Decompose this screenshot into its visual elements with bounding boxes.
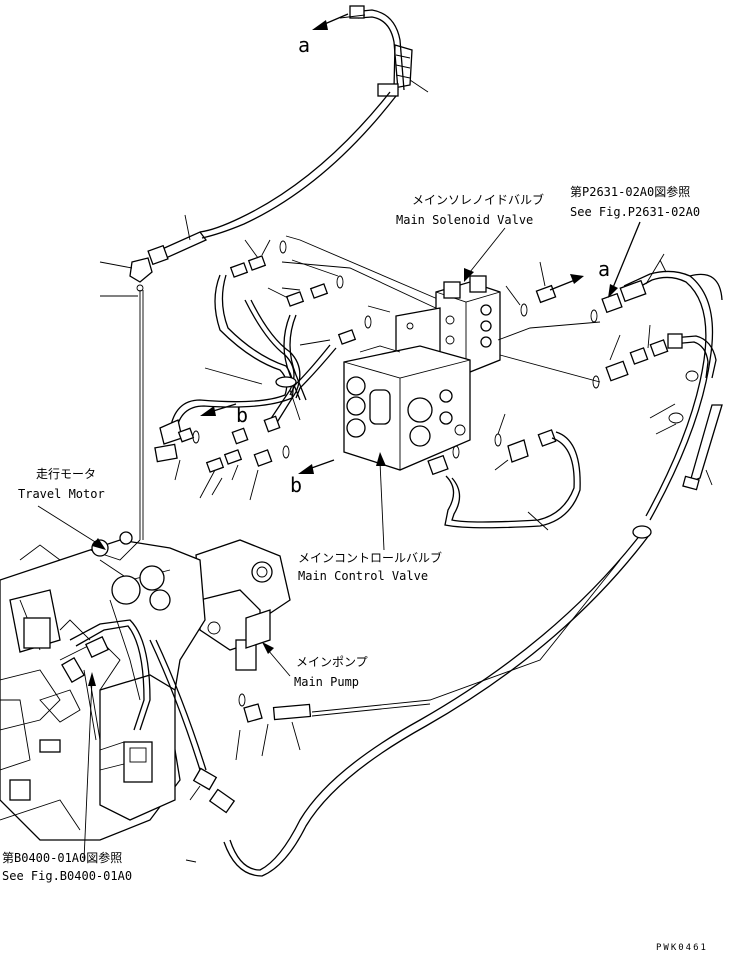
motor-hoses	[61, 599, 236, 814]
arrow-b-lower	[298, 459, 335, 474]
travel-motor-assembly	[0, 531, 206, 841]
callout-a-right: a	[598, 257, 610, 281]
hose-coupling	[377, 83, 399, 97]
arrow-to-a-top	[312, 13, 349, 30]
main-pump	[195, 539, 291, 671]
ref-b0400-jp: 第B0400-01A0図参照	[2, 850, 122, 865]
pump-label-en: Main Pump	[294, 675, 359, 689]
hose-bundle	[169, 274, 337, 433]
control-valve-label-en: Main Control Valve	[298, 569, 428, 583]
left-lower-fittings	[154, 415, 290, 501]
right-hose	[619, 253, 723, 521]
solenoid-label-en: Main Solenoid Valve	[396, 213, 533, 227]
ref-p2631-jp: 第P2631-02A0図参照	[570, 184, 690, 199]
elbow-fitting	[99, 257, 153, 297]
solenoid-label-jp: メインソレノイドバルブ	[412, 192, 544, 207]
callout-a-top: a	[298, 33, 310, 57]
control-valve-label-jp: メインコントロールバルブ	[298, 550, 442, 565]
left-hose-fitting	[147, 214, 208, 266]
pump-port-fittings	[235, 559, 621, 761]
ref-p2631-en: See Fig.P2631-02A0	[570, 205, 700, 219]
ref-b0400-en: See Fig.B0400-01A0	[2, 869, 132, 883]
main-control-valve	[343, 345, 471, 471]
right-control-fittings	[427, 413, 557, 476]
arrow-to-a-right	[549, 274, 584, 291]
pump-label-jp: メインポンプ	[296, 655, 368, 669]
callout-b-left: b	[236, 403, 248, 427]
right-fittings-a	[497, 261, 669, 389]
travel-motor-label-en: Travel Motor	[18, 487, 105, 501]
upper-hose-a	[339, 5, 429, 97]
arrow-b-left	[200, 403, 237, 416]
hose-end-fitting	[349, 5, 365, 19]
fittings-cluster	[229, 239, 391, 346]
travel-motor-label-jp: 走行モータ	[36, 467, 96, 481]
callout-b-lower: b	[290, 473, 302, 497]
drawing-id: PWK0461	[656, 943, 708, 953]
